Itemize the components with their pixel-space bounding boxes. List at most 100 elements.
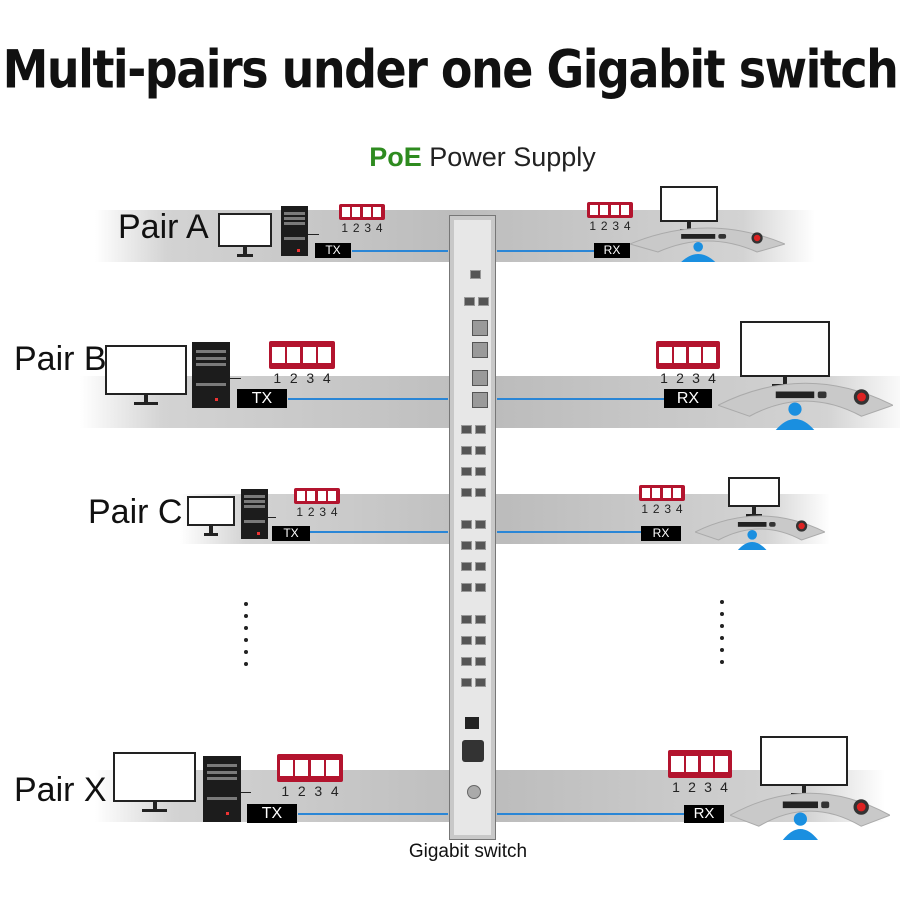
receiver-box: RX <box>641 526 681 541</box>
receiver-box: RX <box>594 243 630 258</box>
ellipsis-dot <box>244 638 248 642</box>
transmitter-box: TX <box>247 804 297 823</box>
monitor-screen <box>187 496 235 526</box>
tower-slot <box>283 222 306 225</box>
ethernet-port <box>461 425 472 434</box>
dip-switch-lever <box>372 207 381 217</box>
dip-number: 1 <box>273 370 282 386</box>
dip-number: 2 <box>297 783 306 799</box>
ellipsis-dot <box>244 626 248 630</box>
tower-slot <box>195 382 227 386</box>
dip-switch-lever <box>659 346 672 364</box>
monitor-screen <box>728 477 780 507</box>
tx-cable-link <box>288 398 448 400</box>
tower-cable <box>308 233 319 235</box>
monitor-screen <box>740 321 830 377</box>
ellipsis-dot <box>244 602 248 606</box>
console-port <box>470 270 481 279</box>
monitor-stand <box>144 395 148 402</box>
call-button-icon <box>753 234 761 242</box>
tower-slot <box>283 212 306 215</box>
monitor-stand <box>802 786 806 793</box>
monitor-base <box>236 254 254 257</box>
ethernet-port <box>475 615 486 624</box>
ellipsis-dot <box>244 662 248 666</box>
monitor-base <box>203 533 219 536</box>
dip-switch-lever <box>317 491 326 501</box>
tx-cable-link <box>298 813 448 815</box>
dip-number: 3 <box>704 779 712 795</box>
desk-surface <box>695 515 825 541</box>
ethernet-port <box>475 562 486 571</box>
monitor-stand <box>687 222 691 229</box>
dip-switch-lever <box>610 205 619 215</box>
dip-switch-lever <box>362 207 371 217</box>
dip-number: 1 <box>589 219 597 233</box>
dip-switch-lever <box>310 759 324 777</box>
monitor-screen <box>113 752 196 802</box>
user-body-icon <box>775 419 815 430</box>
dip-switch-lever <box>327 491 336 501</box>
dip-switch-lever <box>287 346 301 364</box>
dip-number: 2 <box>600 219 608 233</box>
ethernet-port <box>461 520 472 529</box>
ethernet-port <box>475 446 486 455</box>
monitor-stand <box>152 802 157 809</box>
ethernet-port <box>461 678 472 687</box>
switch-panel <box>454 220 491 835</box>
ethernet-port <box>461 583 472 592</box>
mouse-icon <box>821 801 830 809</box>
keyboard-icon <box>775 391 815 399</box>
mgmt-port <box>478 297 489 306</box>
poe-power-supply-label: PoE Power Supply <box>0 142 900 173</box>
dip-switch-lever <box>600 205 609 215</box>
dip-number: 4 <box>623 219 631 233</box>
transmitter-box: TX <box>315 243 351 258</box>
dip-switch-lever <box>715 755 728 773</box>
dip-switch-lever <box>652 488 661 498</box>
transmitter-box: TX <box>237 389 287 408</box>
monitor-base <box>746 514 762 517</box>
ethernet-port <box>461 541 472 550</box>
dip-number: 1 <box>341 221 349 235</box>
tower-cable <box>241 792 251 794</box>
dip-number: 3 <box>314 783 323 799</box>
dip-switch-lever <box>342 207 350 217</box>
tower-cable <box>268 516 276 518</box>
dip-switch-lever <box>272 346 285 364</box>
pair-label: Pair C <box>88 493 183 531</box>
dip-switch-lever <box>700 755 714 773</box>
tx-cable-link <box>310 531 448 533</box>
pair-label: Pair B <box>14 340 107 378</box>
computer-tower-icon <box>203 756 241 822</box>
operator-desk-icon <box>630 227 785 262</box>
ellipsis-dot <box>720 600 724 604</box>
dip-number: 2 <box>676 370 684 386</box>
ellipsis-dot <box>244 650 248 654</box>
desk-surface <box>730 792 890 827</box>
dip-switch-lever <box>673 346 687 364</box>
call-button-icon <box>798 522 805 530</box>
dip-switch-lever <box>671 755 684 773</box>
rx-cable-link <box>497 398 664 400</box>
monitor-screen <box>660 186 718 222</box>
dip-number: 1 <box>660 370 668 386</box>
monitor-icon <box>105 345 187 407</box>
ethernet-port <box>475 636 486 645</box>
tower-slot <box>206 770 238 774</box>
desk-surface <box>630 227 785 253</box>
dip-number: 4 <box>720 779 728 795</box>
monitor-screen <box>760 736 848 786</box>
ellipsis-dot <box>720 660 724 664</box>
ethernet-port <box>475 467 486 476</box>
dip-number: 3 <box>612 219 620 233</box>
ellipsis-dot <box>720 612 724 616</box>
mouse-icon <box>718 234 727 239</box>
